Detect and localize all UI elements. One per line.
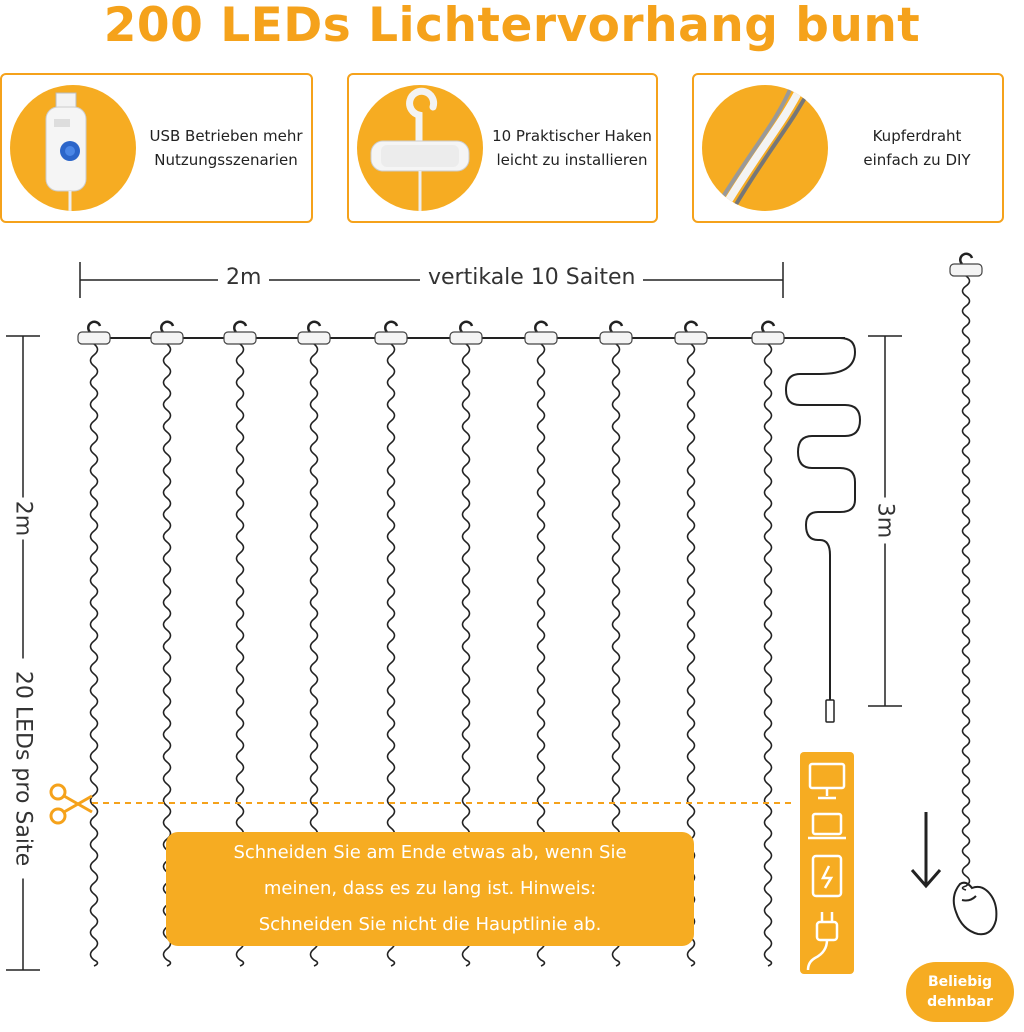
light-string bbox=[150, 320, 184, 967]
copper-wire-icon bbox=[702, 85, 828, 211]
hand-icon bbox=[952, 881, 998, 936]
cable-length-label: 3m bbox=[872, 497, 898, 544]
cut-note: Schneiden Sie am Ende etwas ab, wenn Sie… bbox=[166, 832, 694, 946]
laptop-icon bbox=[808, 812, 846, 840]
cut-note-line3: Schneiden Sie nicht die Hauptlinie ab. bbox=[258, 914, 602, 935]
power-bank-icon bbox=[811, 854, 843, 898]
monitor-icon bbox=[808, 762, 846, 800]
height-label: 2m bbox=[10, 497, 36, 540]
arrow-down-icon bbox=[910, 812, 942, 889]
strings-label: vertikale 10 Saiten bbox=[420, 265, 644, 290]
hook-clip-icon bbox=[357, 85, 483, 211]
scissors-icon bbox=[49, 783, 93, 825]
feature-usb-line2: Nutzungsszenarien bbox=[154, 151, 298, 169]
feature-wire-line2: einfach zu DIY bbox=[863, 151, 971, 169]
page-title: 200 LEDs Lichtervorhang bunt bbox=[103, 0, 921, 53]
stretch-badge: Beliebig dehnbar bbox=[906, 962, 1014, 1022]
cut-note-line2: meinen, dass es zu lang ist. Hinweis: bbox=[263, 878, 597, 899]
feature-card-hook: 10 Praktischer Haken leicht zu installie… bbox=[347, 73, 658, 223]
cut-note-line1: Schneiden Sie am Ende etwas ab, wenn Sie bbox=[233, 842, 627, 863]
feature-card-usb: USB Betrieben mehr Nutzungsszenarien bbox=[0, 73, 313, 223]
usb-controller-icon bbox=[10, 85, 136, 211]
feature-usb-line1: USB Betrieben mehr bbox=[149, 127, 303, 145]
compatible-devices-panel bbox=[800, 752, 854, 974]
power-plug-icon bbox=[806, 912, 839, 971]
light-string bbox=[751, 320, 785, 967]
width-label: 2m bbox=[218, 265, 270, 290]
light-string bbox=[77, 320, 111, 967]
feature-hook-line1: 10 Praktischer Haken bbox=[492, 127, 652, 145]
leds-per-string-label: 20 LEDs pro Saite bbox=[10, 658, 36, 879]
feature-card-wire: Kupferdraht einfach zu DIY bbox=[692, 73, 1004, 223]
power-cable bbox=[775, 337, 862, 700]
stretched-string bbox=[949, 252, 983, 891]
usb-plug-icon bbox=[825, 699, 835, 723]
stretch-line1: Beliebig bbox=[927, 974, 993, 990]
feature-wire-line1: Kupferdraht bbox=[872, 127, 962, 145]
feature-hook-line2: leicht zu installieren bbox=[496, 151, 648, 169]
stretch-line2: dehnbar bbox=[927, 994, 993, 1010]
